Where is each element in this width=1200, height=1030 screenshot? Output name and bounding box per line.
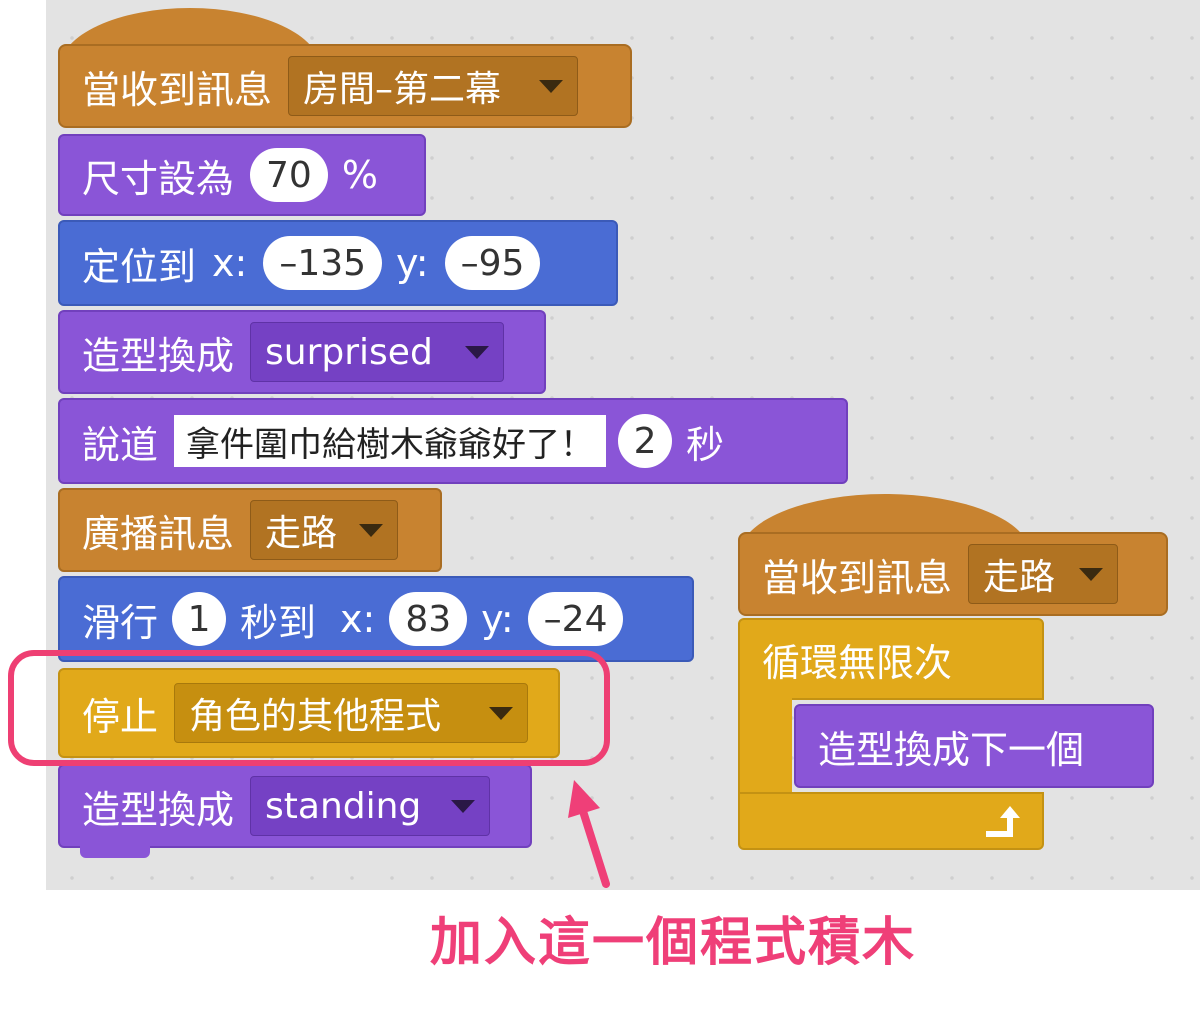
y-label: y: <box>481 597 514 641</box>
costume-dropdown[interactable]: standing <box>250 776 491 836</box>
dropdown-arrow-icon <box>451 799 476 813</box>
secs-input[interactable]: 2 <box>618 414 673 468</box>
block-label: 廣播訊息 <box>82 511 235 556</box>
block-label: 造型換成 <box>82 787 235 832</box>
x-label: x: <box>212 241 248 285</box>
unit-label: 秒 <box>686 422 725 467</box>
dropdown-value: 走路 <box>983 557 1056 598</box>
next-costume-block[interactable]: 造型換成下一個 <box>794 704 1154 788</box>
block-notch <box>80 846 150 858</box>
x-label: x: <box>340 597 376 641</box>
y-input[interactable]: –24 <box>527 592 624 646</box>
block-label: 尺寸設為 <box>82 156 235 201</box>
message-dropdown[interactable]: 房間–第二幕 <box>288 56 579 116</box>
dropdown-arrow-icon <box>1079 567 1104 581</box>
block-label: 造型換成 <box>82 333 235 378</box>
annotation-caption: 加入這一個程式積木 <box>430 913 917 973</box>
when-receive-block[interactable]: 當收到訊息 走路 <box>738 532 1168 616</box>
block-label: 停止 <box>82 694 159 739</box>
dropdown-value: 走路 <box>265 513 338 554</box>
unit-label: % <box>341 153 378 197</box>
block-label: 循環無限次 <box>762 640 953 685</box>
message-dropdown[interactable]: 走路 <box>968 544 1119 604</box>
forever-arm <box>738 698 792 794</box>
block-label: 秒到 <box>240 600 317 645</box>
dropdown-value: 角色的其他程式 <box>189 696 442 737</box>
y-label: y: <box>396 241 429 285</box>
x-input[interactable]: 83 <box>389 592 468 646</box>
dropdown-arrow-icon <box>465 345 490 359</box>
broadcast-block[interactable]: 廣播訊息 走路 <box>58 488 442 572</box>
costume-dropdown[interactable]: surprised <box>250 322 505 382</box>
size-input[interactable]: 70 <box>250 148 328 202</box>
block-label: 當收到訊息 <box>762 555 953 600</box>
forever-top[interactable]: 循環無限次 <box>738 618 1044 700</box>
block-label: 定位到 <box>82 244 197 289</box>
block-label: 說道 <box>82 422 159 467</box>
switch-costume-block[interactable]: 造型換成 standing <box>58 764 532 848</box>
when-receive-block[interactable]: 當收到訊息 房間–第二幕 <box>58 44 632 128</box>
dropdown-value: surprised <box>265 331 433 373</box>
block-label: 滑行 <box>82 600 159 645</box>
dropdown-value: standing <box>265 785 422 827</box>
glide-block[interactable]: 滑行 1 秒到 x: 83 y: –24 <box>58 576 694 662</box>
dropdown-value: 房間–第二幕 <box>303 69 502 110</box>
pointer-arrow-icon <box>568 780 610 888</box>
broadcast-dropdown[interactable]: 走路 <box>250 500 399 560</box>
y-input[interactable]: –95 <box>444 236 541 290</box>
x-input[interactable]: –135 <box>263 236 383 290</box>
say-text-input[interactable]: 拿件圍巾給樹木爺爺好了！ <box>174 415 607 467</box>
set-size-block[interactable]: 尺寸設為 70 % <box>58 134 426 216</box>
switch-costume-block[interactable]: 造型換成 surprised <box>58 310 546 394</box>
glide-secs-input[interactable]: 1 <box>172 592 227 646</box>
forever-bottom[interactable] <box>738 792 1044 850</box>
dropdown-arrow-icon <box>539 79 564 93</box>
stop-option-dropdown[interactable]: 角色的其他程式 <box>174 683 529 743</box>
block-label: 造型換成下一個 <box>818 727 1085 772</box>
dropdown-arrow-icon <box>359 523 384 537</box>
go-to-xy-block[interactable]: 定位到 x: –135 y: –95 <box>58 220 618 306</box>
block-label: 當收到訊息 <box>82 67 273 112</box>
highlight-box <box>8 650 610 766</box>
dropdown-arrow-icon <box>489 706 514 720</box>
stop-block[interactable]: 停止 角色的其他程式 <box>58 668 560 758</box>
loop-arrow-icon <box>986 806 1020 837</box>
say-for-secs-block[interactable]: 說道 拿件圍巾給樹木爺爺好了！ 2 秒 <box>58 398 848 484</box>
